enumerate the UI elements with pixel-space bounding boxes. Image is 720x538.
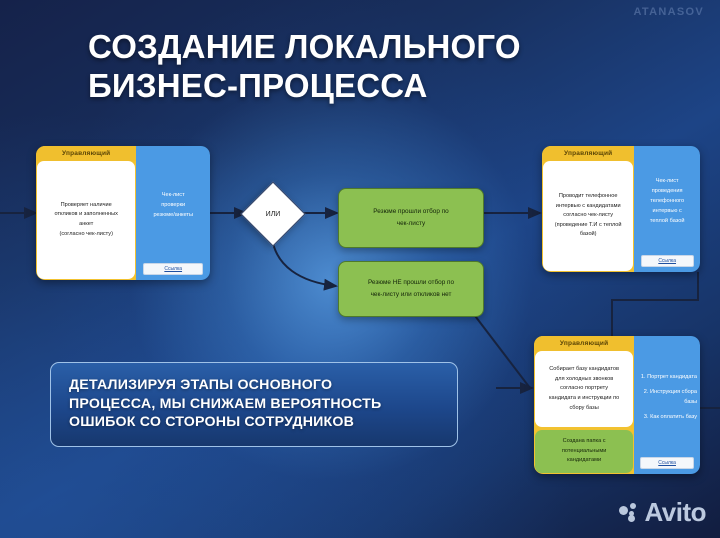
outcome-line: чек-листу (396, 220, 426, 227)
resource-line: Чек-лист (655, 177, 679, 184)
callout-line: ОШИБОК СО СТОРОНЫ СОТРУДНИКОВ (69, 414, 355, 431)
task-line: для холодных звонков (555, 375, 614, 382)
resource-link-button[interactable]: Ссылка (143, 263, 204, 275)
card-result-text: Создана папка с потенциальными кандидата… (535, 430, 634, 473)
process-card-check-resumes[interactable]: Управляющий Проверяет наличие откликов и… (36, 146, 210, 280)
card-resource-column: Чек-лист проверки резюме/анкеты Ссылка (136, 146, 210, 280)
resource-line: проверки (161, 201, 186, 208)
task-line: анкет (79, 221, 94, 227)
task-line: (проведение Т.И с теплой (554, 221, 622, 228)
page-title: СОЗДАНИЕ ЛОКАЛЬНОГО БИЗНЕС-ПРОЦЕССА (88, 28, 668, 106)
resource-line: интервью с (652, 208, 682, 215)
decision-diamond[interactable]: ИЛИ (240, 181, 306, 247)
task-line: базой) (579, 231, 597, 238)
card-resource-column: Чек-лист проведения телефонного интервью… (634, 146, 700, 272)
task-line: откликов и заполненных (54, 211, 118, 218)
watermark-text: ATANASOV (633, 6, 704, 18)
task-line: Проводит телефонное (558, 192, 618, 199)
resource-line: проведения (651, 187, 683, 194)
decision-label: ИЛИ (265, 210, 281, 218)
card-role-label: Управляющий (36, 146, 137, 161)
outcome-line: Резюме прошли отбор по (373, 208, 449, 216)
card-task-column: Управляющий Собирает базу кандидатов для… (534, 336, 635, 474)
avito-wordmark: Avito (644, 497, 706, 527)
resource-list-item[interactable]: 1. Портрет кандидата (640, 373, 697, 380)
callout-line: ДЕТАЛИЗИРУЯ ЭТАПЫ ОСНОВНОГО (69, 377, 333, 393)
outcome-box-passed[interactable]: Резюме прошли отбор по чек-листу (338, 188, 484, 248)
card-task-column: Управляющий Проверяет наличие откликов и… (36, 146, 137, 280)
page-title-line-1: СОЗДАНИЕ ЛОКАЛЬНОГО (88, 28, 521, 65)
task-line: (согласно чек-листу) (59, 230, 113, 237)
resource-line: теплой базой (649, 218, 685, 225)
task-line: согласно чек-листу (563, 212, 614, 219)
process-card-cold-base[interactable]: Управляющий Собирает базу кандидатов для… (534, 336, 700, 474)
card-role-label: Управляющий (542, 146, 635, 161)
avito-dots-icon (619, 502, 639, 523)
result-line: потенциальными (561, 447, 607, 454)
card-task-text: Проводит телефонное интервью с кандидата… (543, 161, 634, 271)
card-resource-column: 1. Портрет кандидата 2. Инструкция сбора… (634, 336, 700, 474)
outcome-line: Резюме НЕ прошли отбор по (367, 279, 455, 287)
card-resource-text: Чек-лист проведения телефонного интервью… (650, 150, 685, 252)
resource-list-item[interactable]: 2. Инструкция сбора базы (643, 388, 697, 405)
avito-logo: Avito (619, 497, 706, 528)
task-line: согласно портрету (560, 385, 609, 392)
card-task-text: Собирает базу кандидатов для холодных зв… (535, 351, 634, 428)
resource-line: Чек-лист (161, 191, 185, 198)
task-line: кандидата и инструкции по (548, 394, 620, 401)
card-resource-list: 1. Портрет кандидата 2. Инструкция сбора… (637, 340, 697, 454)
card-resource-text: Чек-лист проверки резюме/анкеты (153, 150, 193, 260)
task-line: Проверяет наличие (60, 201, 112, 208)
callout-banner: ДЕТАЛИЗИРУЯ ЭТАПЫ ОСНОВНОГО ПРОЦЕССА, МЫ… (50, 362, 458, 448)
task-line: интервью с кандидатами (555, 202, 621, 209)
result-line: Создана папка с (562, 438, 606, 445)
resource-line: резюме/анкеты (153, 212, 193, 219)
resource-link-button[interactable]: Ссылка (640, 255, 694, 267)
resource-line: телефонного (650, 197, 685, 204)
outcome-line: чек-листу или откликов нет (370, 291, 452, 298)
outcome-box-failed[interactable]: Резюме НЕ прошли отбор по чек-листу или … (338, 261, 484, 317)
card-role-label: Управляющий (534, 336, 635, 351)
card-task-column: Управляющий Проводит телефонное интервью… (542, 146, 635, 272)
task-line: Собирает базу кандидатов (549, 366, 619, 373)
task-line: сбору базы (569, 404, 599, 411)
resource-list-item[interactable]: 3. Как оплатить базу (643, 414, 697, 421)
page-title-line-2: БИЗНЕС-ПРОЦЕССА (88, 66, 428, 104)
card-task-text: Проверяет наличие откликов и заполненных… (37, 161, 136, 279)
resource-link-button[interactable]: Ссылка (640, 457, 694, 469)
callout-line: ПРОЦЕССА, МЫ СНИЖАЕМ ВЕРОЯТНОСТЬ (69, 395, 382, 412)
process-card-phone-interview[interactable]: Управляющий Проводит телефонное интервью… (542, 146, 700, 272)
result-line: кандидатами (567, 457, 602, 464)
